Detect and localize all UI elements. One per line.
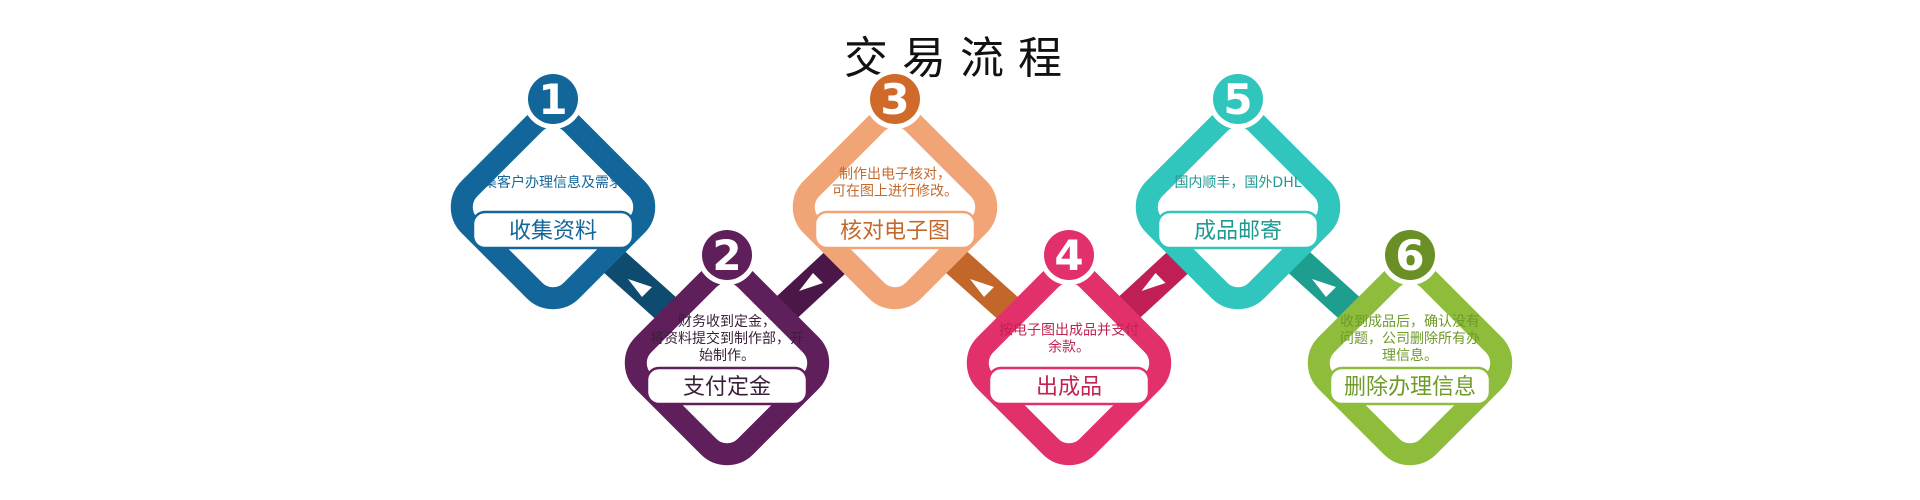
step-label-pill	[1156, 210, 1320, 250]
step-description-line: 收集客户办理信息及需求。	[469, 174, 637, 191]
number-badge	[870, 74, 920, 124]
step-number: 2	[712, 231, 741, 280]
step-description-line: 收到成品后，确认没有	[1340, 314, 1480, 330]
step-description-line: 按电子图出成品并支付	[999, 323, 1139, 339]
step-number: 3	[880, 75, 909, 124]
step-diamond	[792, 104, 998, 310]
step-label: 收集资料	[509, 219, 597, 244]
step-description-line: 可在图上进行修改。	[832, 184, 958, 200]
step-description-line: 财务收到定金，	[678, 314, 776, 330]
step-layer: 1 收集客户办理信息及需求。收集资料 2 财务收到定金，将资料提交到制作部，开始制作。…	[450, 69, 1513, 466]
step-label-pill	[813, 210, 977, 250]
step-description-line: 余款。	[1048, 339, 1090, 356]
arrow-marker-icon	[799, 273, 823, 291]
step-number: 1	[538, 75, 567, 124]
step-label-pill	[471, 210, 635, 250]
number-badge	[1213, 74, 1263, 124]
step-diamond	[450, 104, 656, 310]
step-label-pill	[1328, 366, 1492, 406]
step-label: 核对电子图	[840, 219, 950, 244]
step-number: 6	[1395, 231, 1424, 280]
step-description-line: 始制作。	[699, 348, 755, 364]
step-description-line: 理信息。	[1382, 347, 1438, 364]
step-label: 成品邮寄	[1194, 219, 1282, 244]
step-5: 5 国内顺丰，国外DHL 成品邮寄	[1135, 69, 1341, 310]
step-description-line: 问题，公司删除所有办	[1340, 331, 1480, 347]
step-label: 支付定金	[683, 375, 771, 400]
step-number: 5	[1223, 75, 1252, 124]
arrow-marker-icon	[628, 279, 652, 297]
step-label: 出成品	[1036, 375, 1102, 400]
step-label-pill	[987, 366, 1151, 406]
step-description-line: 将资料提交到制作部，开	[650, 330, 804, 347]
number-badge	[1385, 230, 1435, 280]
number-badge	[528, 74, 578, 124]
step-1: 1 收集客户办理信息及需求。收集资料	[450, 69, 656, 310]
step-diamond	[1307, 260, 1513, 466]
arrow-marker-icon	[970, 279, 994, 297]
step-diamond	[966, 260, 1172, 466]
step-3: 3 制作出电子核对，可在图上进行修改。核对电子图	[792, 69, 998, 310]
step-diamond	[624, 260, 830, 466]
arrow-marker-icon	[1312, 279, 1336, 297]
step-description-line: 制作出电子核对，	[839, 167, 951, 183]
step-diamond	[1135, 104, 1341, 310]
number-badge	[1044, 230, 1094, 280]
step-number: 4	[1054, 231, 1083, 280]
step-label: 删除办理信息	[1344, 375, 1476, 400]
step-label-pill	[645, 366, 809, 406]
number-badge	[702, 230, 752, 280]
arrow-marker-icon	[1141, 273, 1166, 291]
step-description-line: 国内顺丰，国外DHL	[1174, 175, 1301, 191]
